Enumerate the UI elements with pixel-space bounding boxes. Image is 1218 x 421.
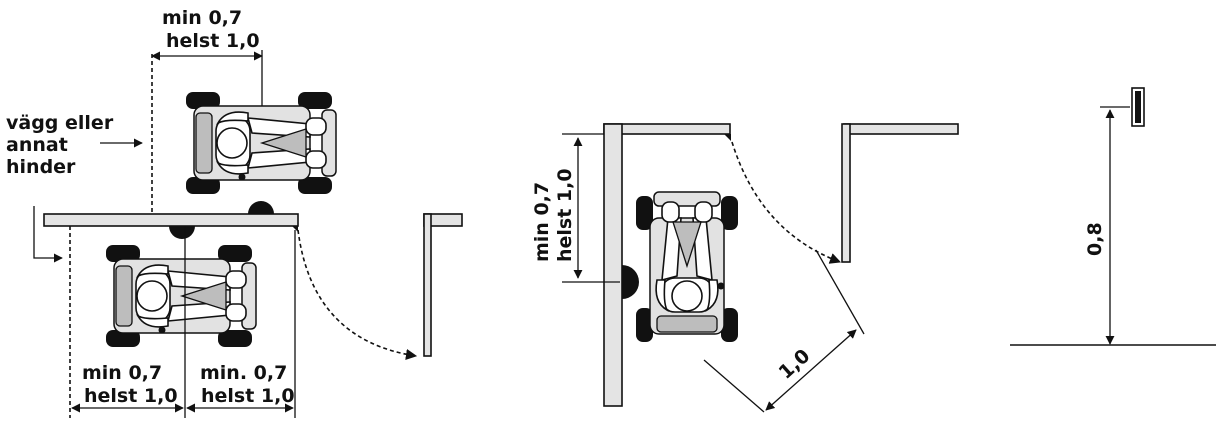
door-opener-button-side [622, 265, 639, 299]
wall-note-line1: vägg eller [6, 112, 114, 134]
side-dim-label-min: min 0,7 [531, 182, 553, 262]
side-dim-label-preferred: helst 1,0 [554, 168, 576, 262]
wall-top-left [603, 123, 731, 135]
figure-door-approach: min 0,7 helst 1,0 1,0 [531, 123, 959, 413]
wall-segment [43, 213, 299, 227]
wheelchair-approach [635, 191, 739, 343]
door-opener-button-bottom [169, 226, 195, 239]
top-dim-label-min: min 0,7 [162, 7, 242, 29]
door-leaf [423, 213, 432, 357]
bottom-right-label-min: min. 0,7 [200, 362, 287, 384]
bottom-right-label-preferred: helst 1,0 [201, 385, 295, 407]
diagonal-dim-label: 1,0 [775, 345, 815, 384]
wheelchair-upper [185, 91, 337, 195]
wall-note-arrow-lower [33, 206, 63, 263]
wall-top-right [843, 123, 959, 135]
figure-corridor-parking: min 0,7 helst 1,0 vägg eller annat hinde… [6, 7, 463, 418]
door-swing-arc [297, 229, 418, 360]
top-dim-label-preferred: helst 1,0 [166, 30, 260, 52]
door-opener-button-top [248, 201, 274, 214]
door-leaf-right [841, 123, 851, 263]
wall-note-line2: annat [6, 134, 68, 156]
figure-button-height: 0,8 [1010, 87, 1216, 346]
door-swing-arc-2 [731, 141, 842, 264]
diagonal-dimension [765, 329, 857, 411]
height-dim-label: 0,8 [1084, 222, 1106, 256]
bottom-left-label-preferred: helst 1,0 [84, 385, 178, 407]
wheelchair-lower [105, 244, 257, 348]
bottom-left-label-min: min 0,7 [82, 362, 162, 384]
diag-ext-line-a [703, 359, 765, 413]
wall-note-line3: hinder [6, 156, 76, 178]
wall-left-vertical [603, 123, 623, 407]
